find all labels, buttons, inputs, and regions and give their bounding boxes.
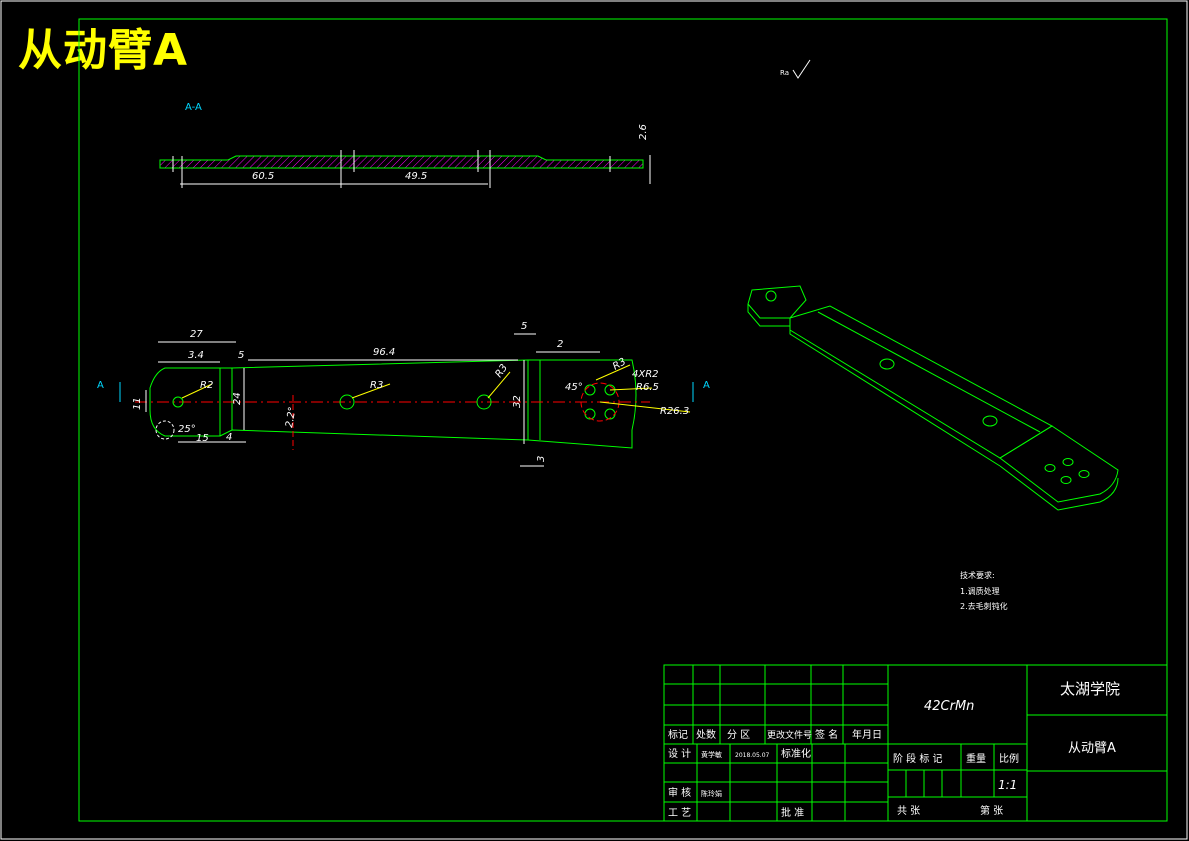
dim-r3c: R3 (611, 356, 628, 372)
dim-25-deg: 25° (178, 424, 196, 435)
iso-hole (879, 358, 895, 370)
leader (487, 371, 511, 399)
hole (339, 394, 355, 410)
tb-label-pizhun: 批 准 (781, 806, 804, 819)
dim-2-2-deg: 2.2° (284, 406, 298, 428)
tb-label-shenhe: 审 核 (668, 786, 691, 799)
dim-2-6: 2.6 (638, 124, 649, 140)
hole (584, 384, 596, 396)
tb-part-name: 从动臂A (1068, 741, 1116, 756)
iso-hole (765, 290, 777, 302)
section-view: A-A 60.5 49.5 2.6 (159, 102, 651, 188)
tb-label-gong: 共 张 (897, 805, 920, 817)
dim-r2: R2 (200, 380, 213, 391)
tb-label-chushu: 处数 (696, 728, 716, 741)
dim-r6-5: R6.5 (636, 382, 659, 393)
drawing-frame (78, 18, 1168, 822)
dim-96-4: 96.4 (373, 347, 395, 358)
arm-outline (219, 359, 637, 449)
section-label: A-A (185, 102, 202, 113)
leader (599, 401, 691, 413)
dim-4: 4 (226, 432, 232, 443)
tb-label-fenqu: 分 区 (727, 729, 750, 741)
dim-5b: 5 (521, 321, 527, 332)
hole (584, 408, 596, 420)
title-block-frame (663, 664, 1168, 822)
tb-label-jieduan: 阶 段 标 记 (893, 752, 943, 765)
dim-11: 11 (132, 397, 143, 410)
tb-label-sheji: 设 计 (668, 747, 691, 760)
tb-label-biaozhunhua: 标准化 (781, 747, 811, 760)
dim-3: 3 (536, 456, 547, 462)
iso-edge (999, 465, 1119, 511)
title-block (663, 664, 1168, 822)
dim-5a: 5 (238, 350, 244, 361)
finish-label: Ra (780, 69, 789, 77)
iso-edge (789, 326, 1001, 467)
dim-r3b: R3 (493, 363, 510, 380)
tb-label-bili: 比例 (999, 752, 1019, 765)
tb-label-gongyi: 工 艺 (668, 807, 691, 819)
title-block-text: 标记 处数 分 区 更改文件号 签 名 年月日 设 计 黄学敏 2018.05.… (668, 680, 1120, 819)
iso-hole (1062, 458, 1074, 466)
dim-2: 2 (557, 339, 563, 350)
dim-27: 27 (190, 329, 203, 340)
iso-edge (747, 304, 790, 327)
dim-r3a: R3 (370, 380, 383, 391)
dim-3-4: 3.4 (188, 350, 204, 361)
tech-item-1: 1.调质处理 (960, 586, 1000, 596)
tb-school: 太湖学院 (1060, 680, 1120, 698)
cut-label-left: A (97, 380, 104, 391)
iso-hole (1060, 476, 1072, 484)
hole (604, 408, 616, 420)
finish-check-icon (792, 59, 811, 79)
tb-label-di: 第 张 (980, 804, 1003, 817)
tb-designer-name: 黄学敏 (701, 750, 722, 759)
tech-requirements: 技术要求: 1.调质处理 2.去毛刺钝化 (960, 570, 1008, 611)
leader (351, 383, 391, 399)
isometric-view (747, 285, 1119, 511)
bolt-circle (580, 382, 620, 422)
leader (609, 387, 653, 391)
hole (172, 396, 184, 408)
leader (181, 383, 213, 399)
surface-finish-symbol: Ra (780, 59, 811, 79)
iso-edge (817, 311, 1041, 433)
tb-label-zhongliang: 重量 (966, 752, 986, 765)
dim-60-5: 60.5 (252, 171, 274, 182)
iso-right-pad (999, 425, 1119, 503)
iso-hole (1078, 470, 1090, 478)
tb-scale: 1:1 (998, 778, 1017, 792)
dim-r26-3: R26.3 (660, 406, 689, 417)
drawing-title: 从动臂A (18, 25, 189, 76)
iso-hole (982, 415, 998, 427)
dim-24: 24 (232, 392, 243, 405)
tech-heading: 技术要求: (960, 570, 995, 580)
tb-label-nianyueri: 年月日 (852, 728, 882, 741)
plan-view: A A 27 3.4 5 96.4 5 2 R2 R3 R3 R3 4XR2 R… (97, 321, 710, 467)
dim-15: 15 (196, 433, 209, 444)
detail-circle (155, 420, 175, 440)
iso-hole (1044, 464, 1056, 472)
dim-32: 32 (512, 395, 523, 408)
hole (476, 394, 492, 410)
tb-design-date: 2018.05.07 (735, 752, 770, 759)
iso-arm-top (789, 305, 1053, 459)
tb-label-genggai: 更改文件号 (767, 729, 812, 741)
tb-label-biaoji: 标记 (668, 729, 688, 741)
dim-45-deg: 45° (565, 382, 583, 393)
leader (595, 364, 631, 381)
cut-label-right: A (703, 380, 710, 391)
left-end-outline (149, 367, 221, 437)
tb-label-qianming: 签 名 (815, 728, 838, 741)
section-profile (159, 155, 644, 169)
tech-item-2: 2.去毛刺钝化 (960, 601, 1008, 611)
tb-material: 42CrMn (924, 699, 974, 714)
iso-left-tab (747, 285, 807, 319)
tb-checker-name: 陈玲娟 (701, 789, 722, 798)
dim-4xr2: 4XR2 (632, 369, 659, 380)
dim-49-5: 49.5 (405, 171, 427, 182)
